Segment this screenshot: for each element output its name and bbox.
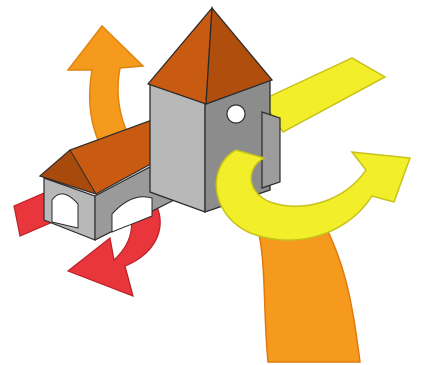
yellow-arrow-right [216,150,410,240]
tower [148,8,280,212]
